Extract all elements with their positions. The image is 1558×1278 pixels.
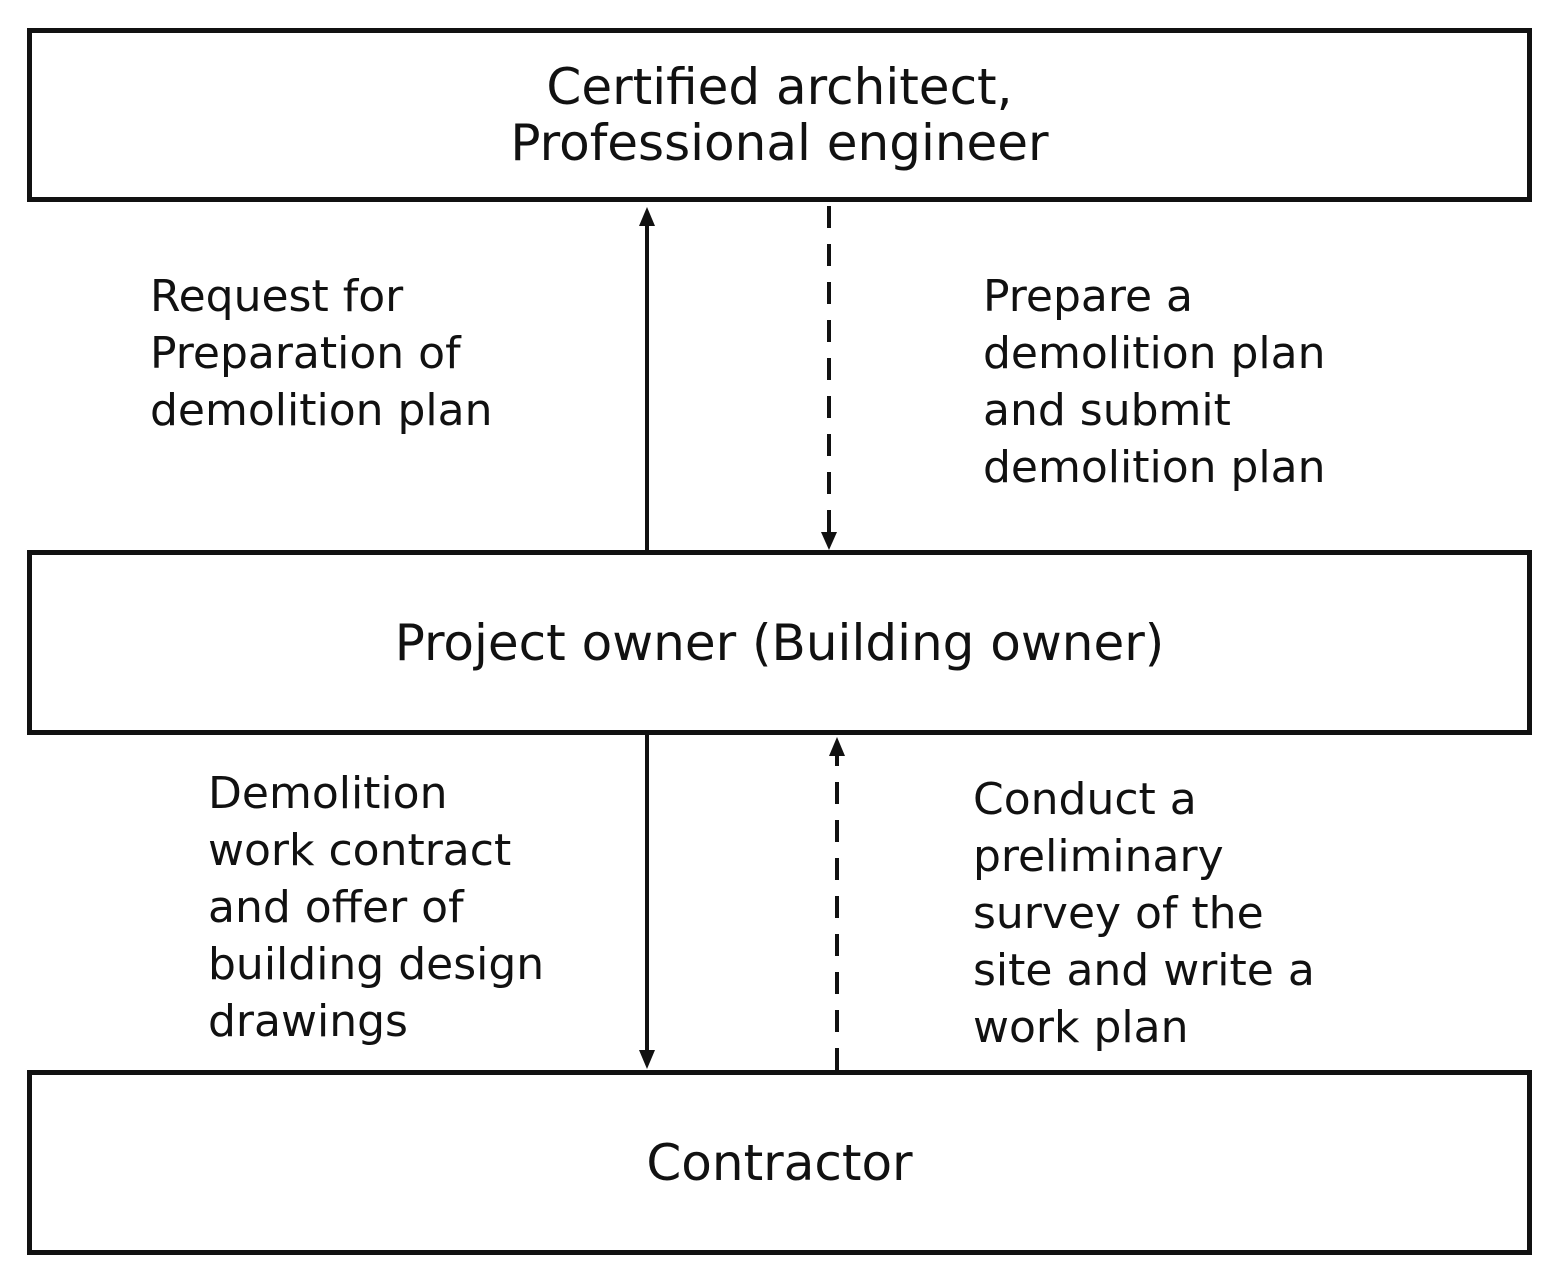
label-survey-line-5: work plan (973, 1002, 1189, 1053)
label-survey-line-1: Conduct a (973, 774, 1197, 825)
arrow-contract-down (639, 735, 655, 1069)
label-preliminary-survey: Conduct a preliminary survey of the site… (973, 771, 1315, 1056)
label-prepare-demolition-plan: Prepare a demolition plan and submit dem… (983, 268, 1326, 496)
label-request-line-3: demolition plan (150, 385, 493, 436)
label-contract-line-5: drawings (208, 996, 408, 1047)
label-request-demolition-plan: Request for Preparation of demolition pl… (150, 268, 493, 439)
arrow-submit-down (821, 206, 837, 550)
label-prepare-line-2: demolition plan (983, 328, 1326, 379)
label-survey-line-3: survey of the (973, 888, 1264, 939)
label-contract-line-3: and offer of (208, 882, 464, 933)
arrow-request-up (639, 207, 655, 550)
label-request-line-2: Preparation of (150, 328, 461, 379)
box-certified-architect-line-1: Certified architect, (546, 58, 1013, 116)
label-demolition-contract: Demolition work contract and offer of bu… (208, 765, 544, 1050)
label-contract-line-4: building design (208, 939, 545, 990)
box-certified-architect-line-2: Professional engineer (510, 114, 1049, 172)
label-contract-line-1: Demolition (208, 768, 448, 819)
box-project-owner: Project owner (Building owner) (27, 550, 1532, 735)
label-request-line-1: Request for (150, 271, 404, 322)
label-prepare-line-1: Prepare a (983, 271, 1193, 322)
label-prepare-line-3: and submit (983, 385, 1231, 436)
box-project-owner-label: Project owner (Building owner) (394, 613, 1165, 672)
label-prepare-line-4: demolition plan (983, 442, 1326, 493)
label-contract-line-2: work contract (208, 825, 512, 876)
label-survey-line-4: site and write a (973, 945, 1315, 996)
label-survey-line-2: preliminary (973, 831, 1224, 882)
arrow-workplan-up (829, 737, 845, 1070)
box-contractor: Contractor (27, 1070, 1532, 1255)
box-contractor-label: Contractor (646, 1133, 913, 1192)
box-certified-architect: Certified architect, Professional engine… (27, 28, 1532, 202)
